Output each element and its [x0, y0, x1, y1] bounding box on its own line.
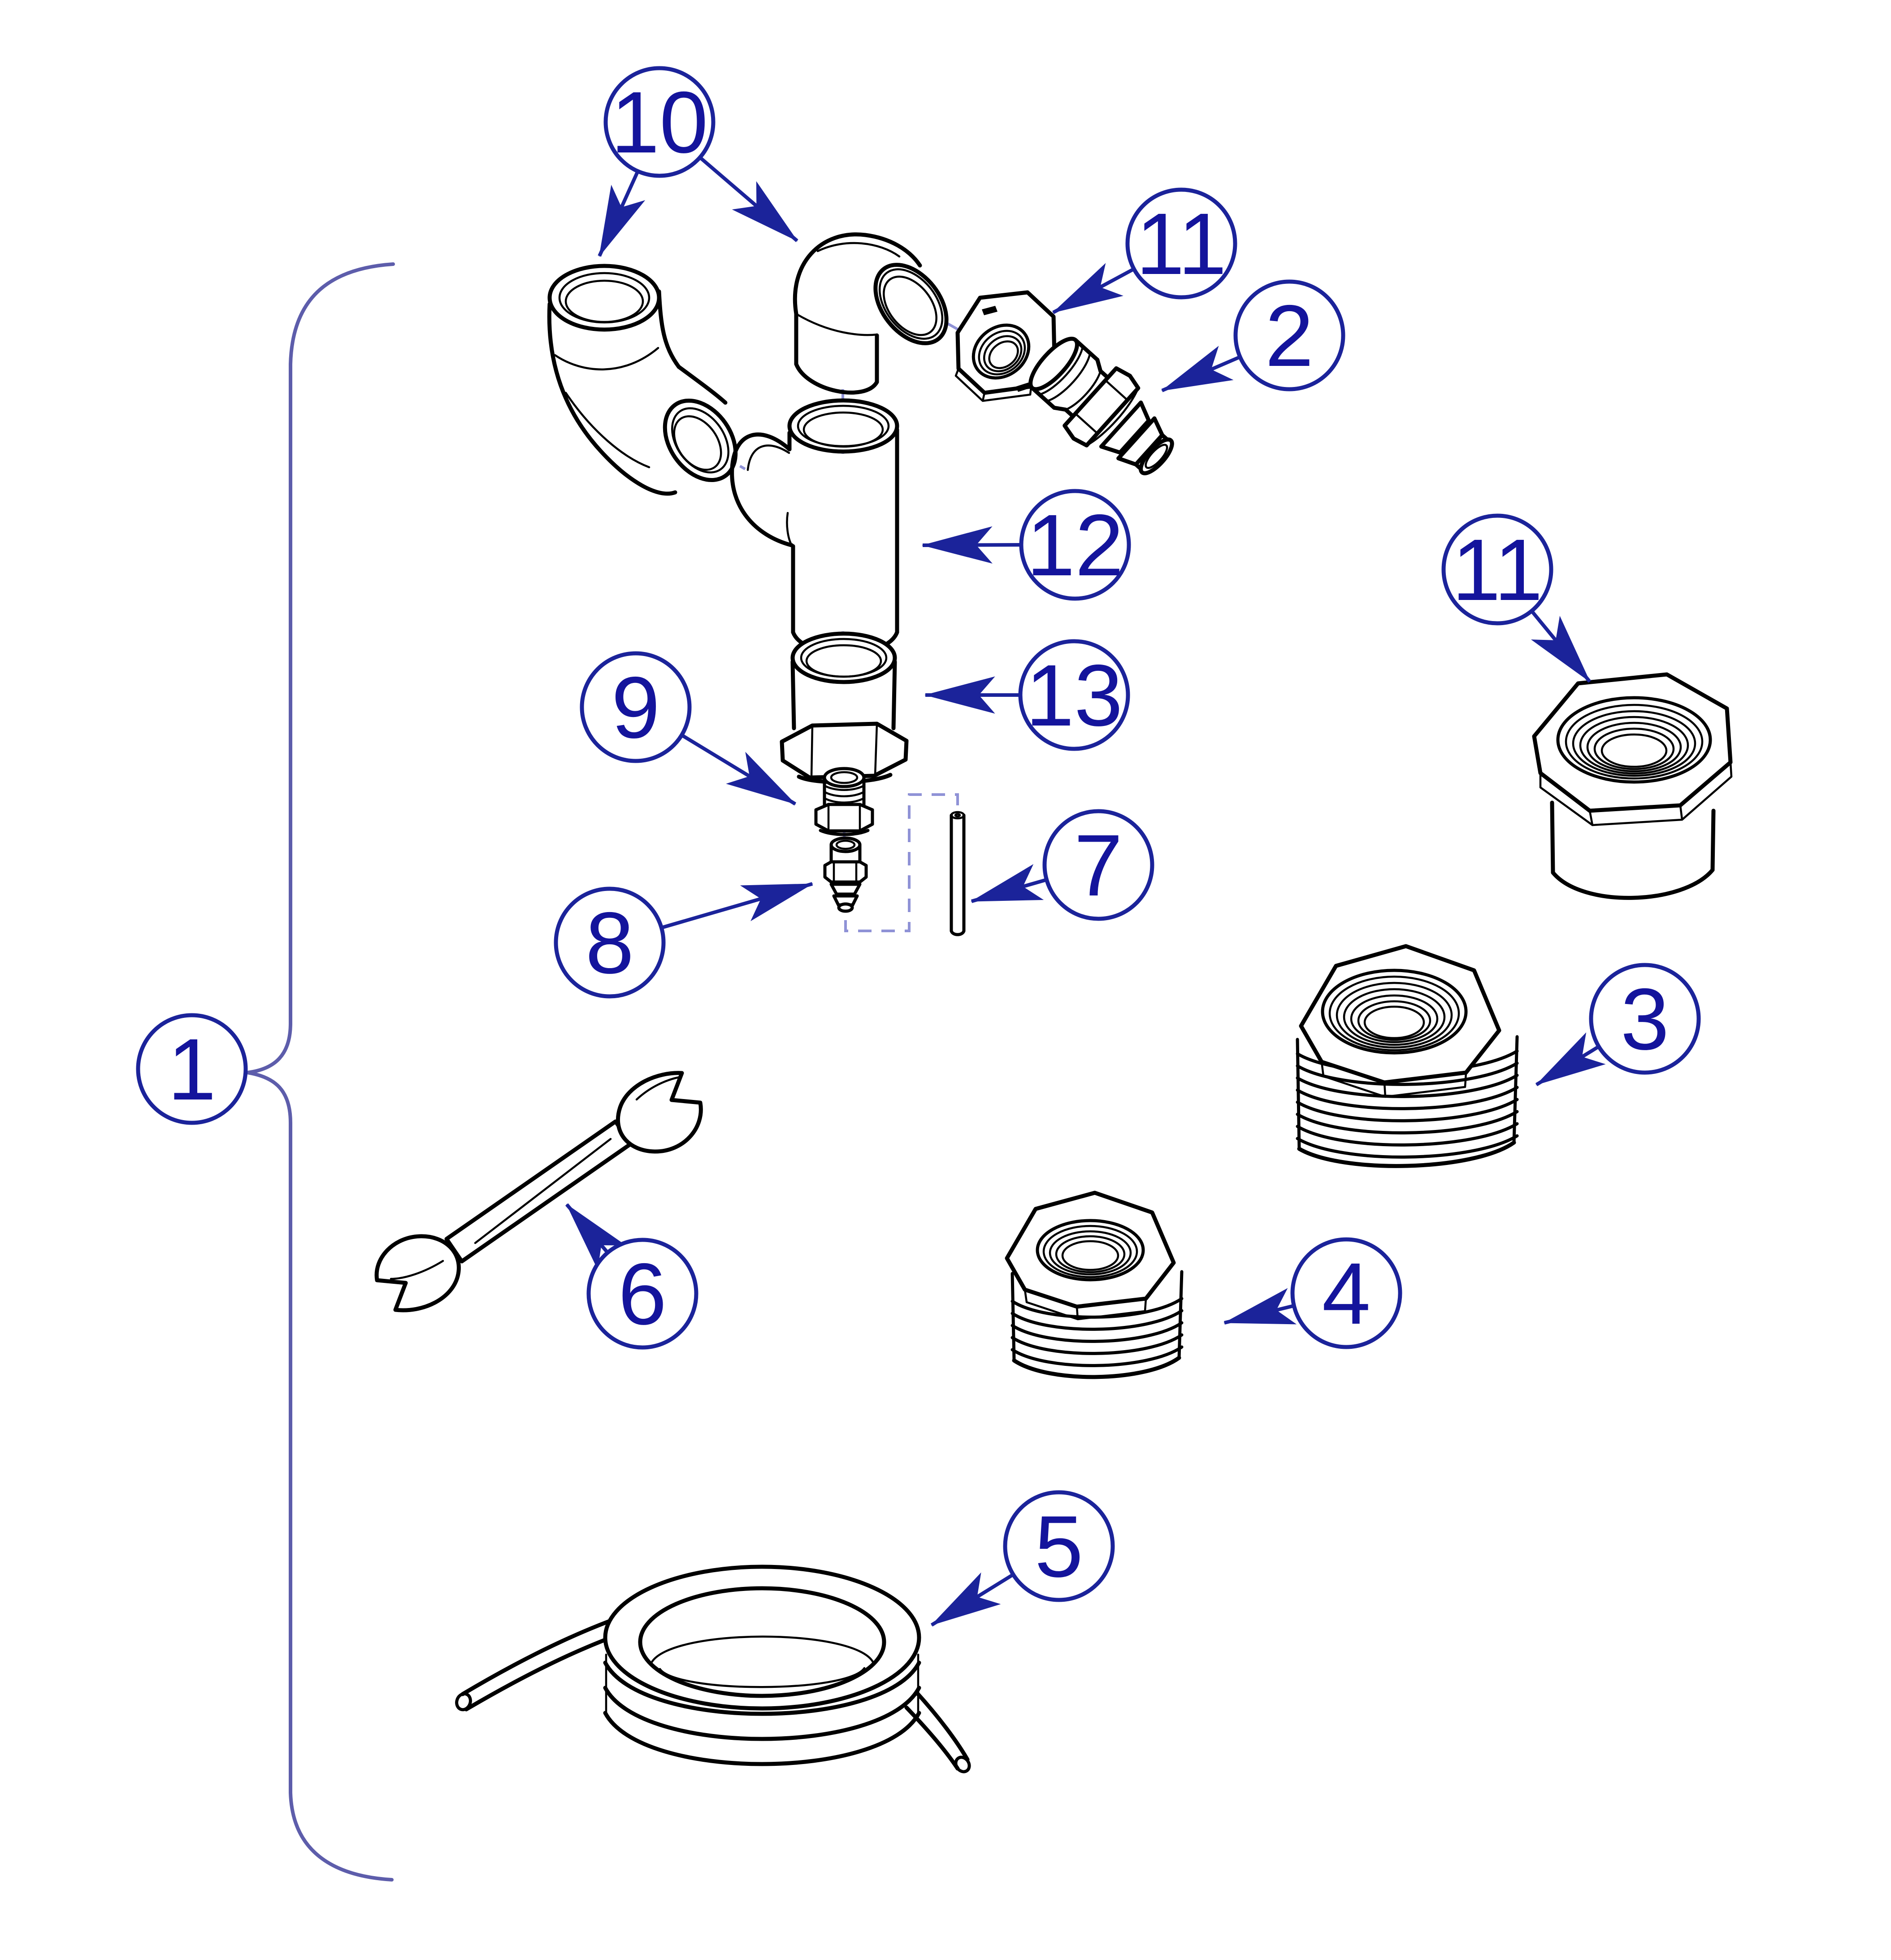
callout-number: 1 [168, 1021, 216, 1118]
callout-arrow [698, 155, 798, 243]
callout-number: 4 [1322, 1245, 1371, 1343]
callout-number: 7 [1074, 817, 1123, 914]
part-drawing-coiled-tubing [455, 1565, 971, 1773]
callout-arrow [930, 1572, 1014, 1627]
part-drawing-female-adapter [780, 631, 909, 784]
callout-number: 12 [1027, 496, 1124, 594]
callout-arrow [970, 864, 1047, 903]
callout-6: 6 [565, 1203, 698, 1350]
callout-9: 9 [580, 651, 797, 806]
part-drawing-reducer-bushing-medium [1005, 1191, 1184, 1379]
callout-11: 11 [1052, 187, 1237, 314]
callout-12: 12 [921, 489, 1131, 601]
callout-arrow [1535, 1032, 1606, 1086]
callout-balloon [1042, 809, 1154, 921]
part-drawing-open-end-wrench [374, 1071, 703, 1312]
callout-balloon [136, 1013, 248, 1125]
callout-number: 8 [586, 894, 634, 992]
callout-8: 8 [554, 882, 814, 999]
callout-number: 3 [1621, 970, 1669, 1068]
callout-arrow [1223, 1288, 1297, 1325]
callout-2: 2 [1161, 279, 1345, 392]
part-drawing-reducer-bushing-large [1296, 944, 1519, 1168]
callout-number: 9 [612, 659, 660, 756]
part-drawing-barbed-adapter [823, 836, 868, 913]
callout-11: 11 [1441, 513, 1592, 683]
part-drawing-threaded-nipple [814, 767, 874, 836]
callout-balloon [1589, 963, 1701, 1075]
callout-10: 10 [598, 66, 798, 257]
callout-number: 11 [1452, 521, 1543, 619]
callout-5: 5 [930, 1490, 1115, 1627]
callout-balloon [1003, 1490, 1115, 1602]
callout-balloon [554, 887, 666, 999]
callout-number: 6 [618, 1245, 667, 1343]
callout-arrow [1530, 609, 1592, 683]
callout-balloon [1290, 1237, 1402, 1349]
part-drawing-elbow-right [793, 232, 949, 395]
callout-arrow [1052, 263, 1135, 314]
callout-balloon [1233, 279, 1345, 391]
part-drawing-hex-bushing-right [1532, 672, 1733, 900]
callout-balloon [603, 66, 716, 178]
callout-arrow [598, 169, 646, 257]
callout-7: 7 [970, 809, 1154, 921]
callout-arrow [680, 733, 797, 806]
callout-4: 4 [1223, 1237, 1402, 1349]
part-drawing-elbow-left [547, 264, 738, 496]
callout-number: 11 [1136, 195, 1227, 293]
callout-balloon [1125, 187, 1237, 300]
callout-balloon [1018, 639, 1130, 751]
callout-balloon [1019, 489, 1131, 601]
callout-number: 2 [1265, 287, 1314, 385]
callout-balloon [586, 1238, 698, 1350]
callout-balloon [580, 651, 692, 763]
part-drawing-restrictor-pin [950, 811, 966, 936]
part-drawing-quick-disconnect-fitting [1028, 336, 1174, 475]
callout-arrow [660, 882, 814, 930]
callout-arrow [1161, 346, 1241, 392]
callout-13: 13 [924, 639, 1130, 751]
callout-number: 13 [1026, 647, 1123, 744]
callout-1: 1 [136, 1013, 248, 1125]
callout-arrow [565, 1203, 626, 1270]
callout-number: 5 [1035, 1498, 1083, 1595]
callout-number: 10 [611, 74, 708, 171]
callout-balloon [1441, 513, 1553, 626]
install-location-dashed-box [844, 793, 959, 932]
callout-3: 3 [1535, 963, 1701, 1086]
